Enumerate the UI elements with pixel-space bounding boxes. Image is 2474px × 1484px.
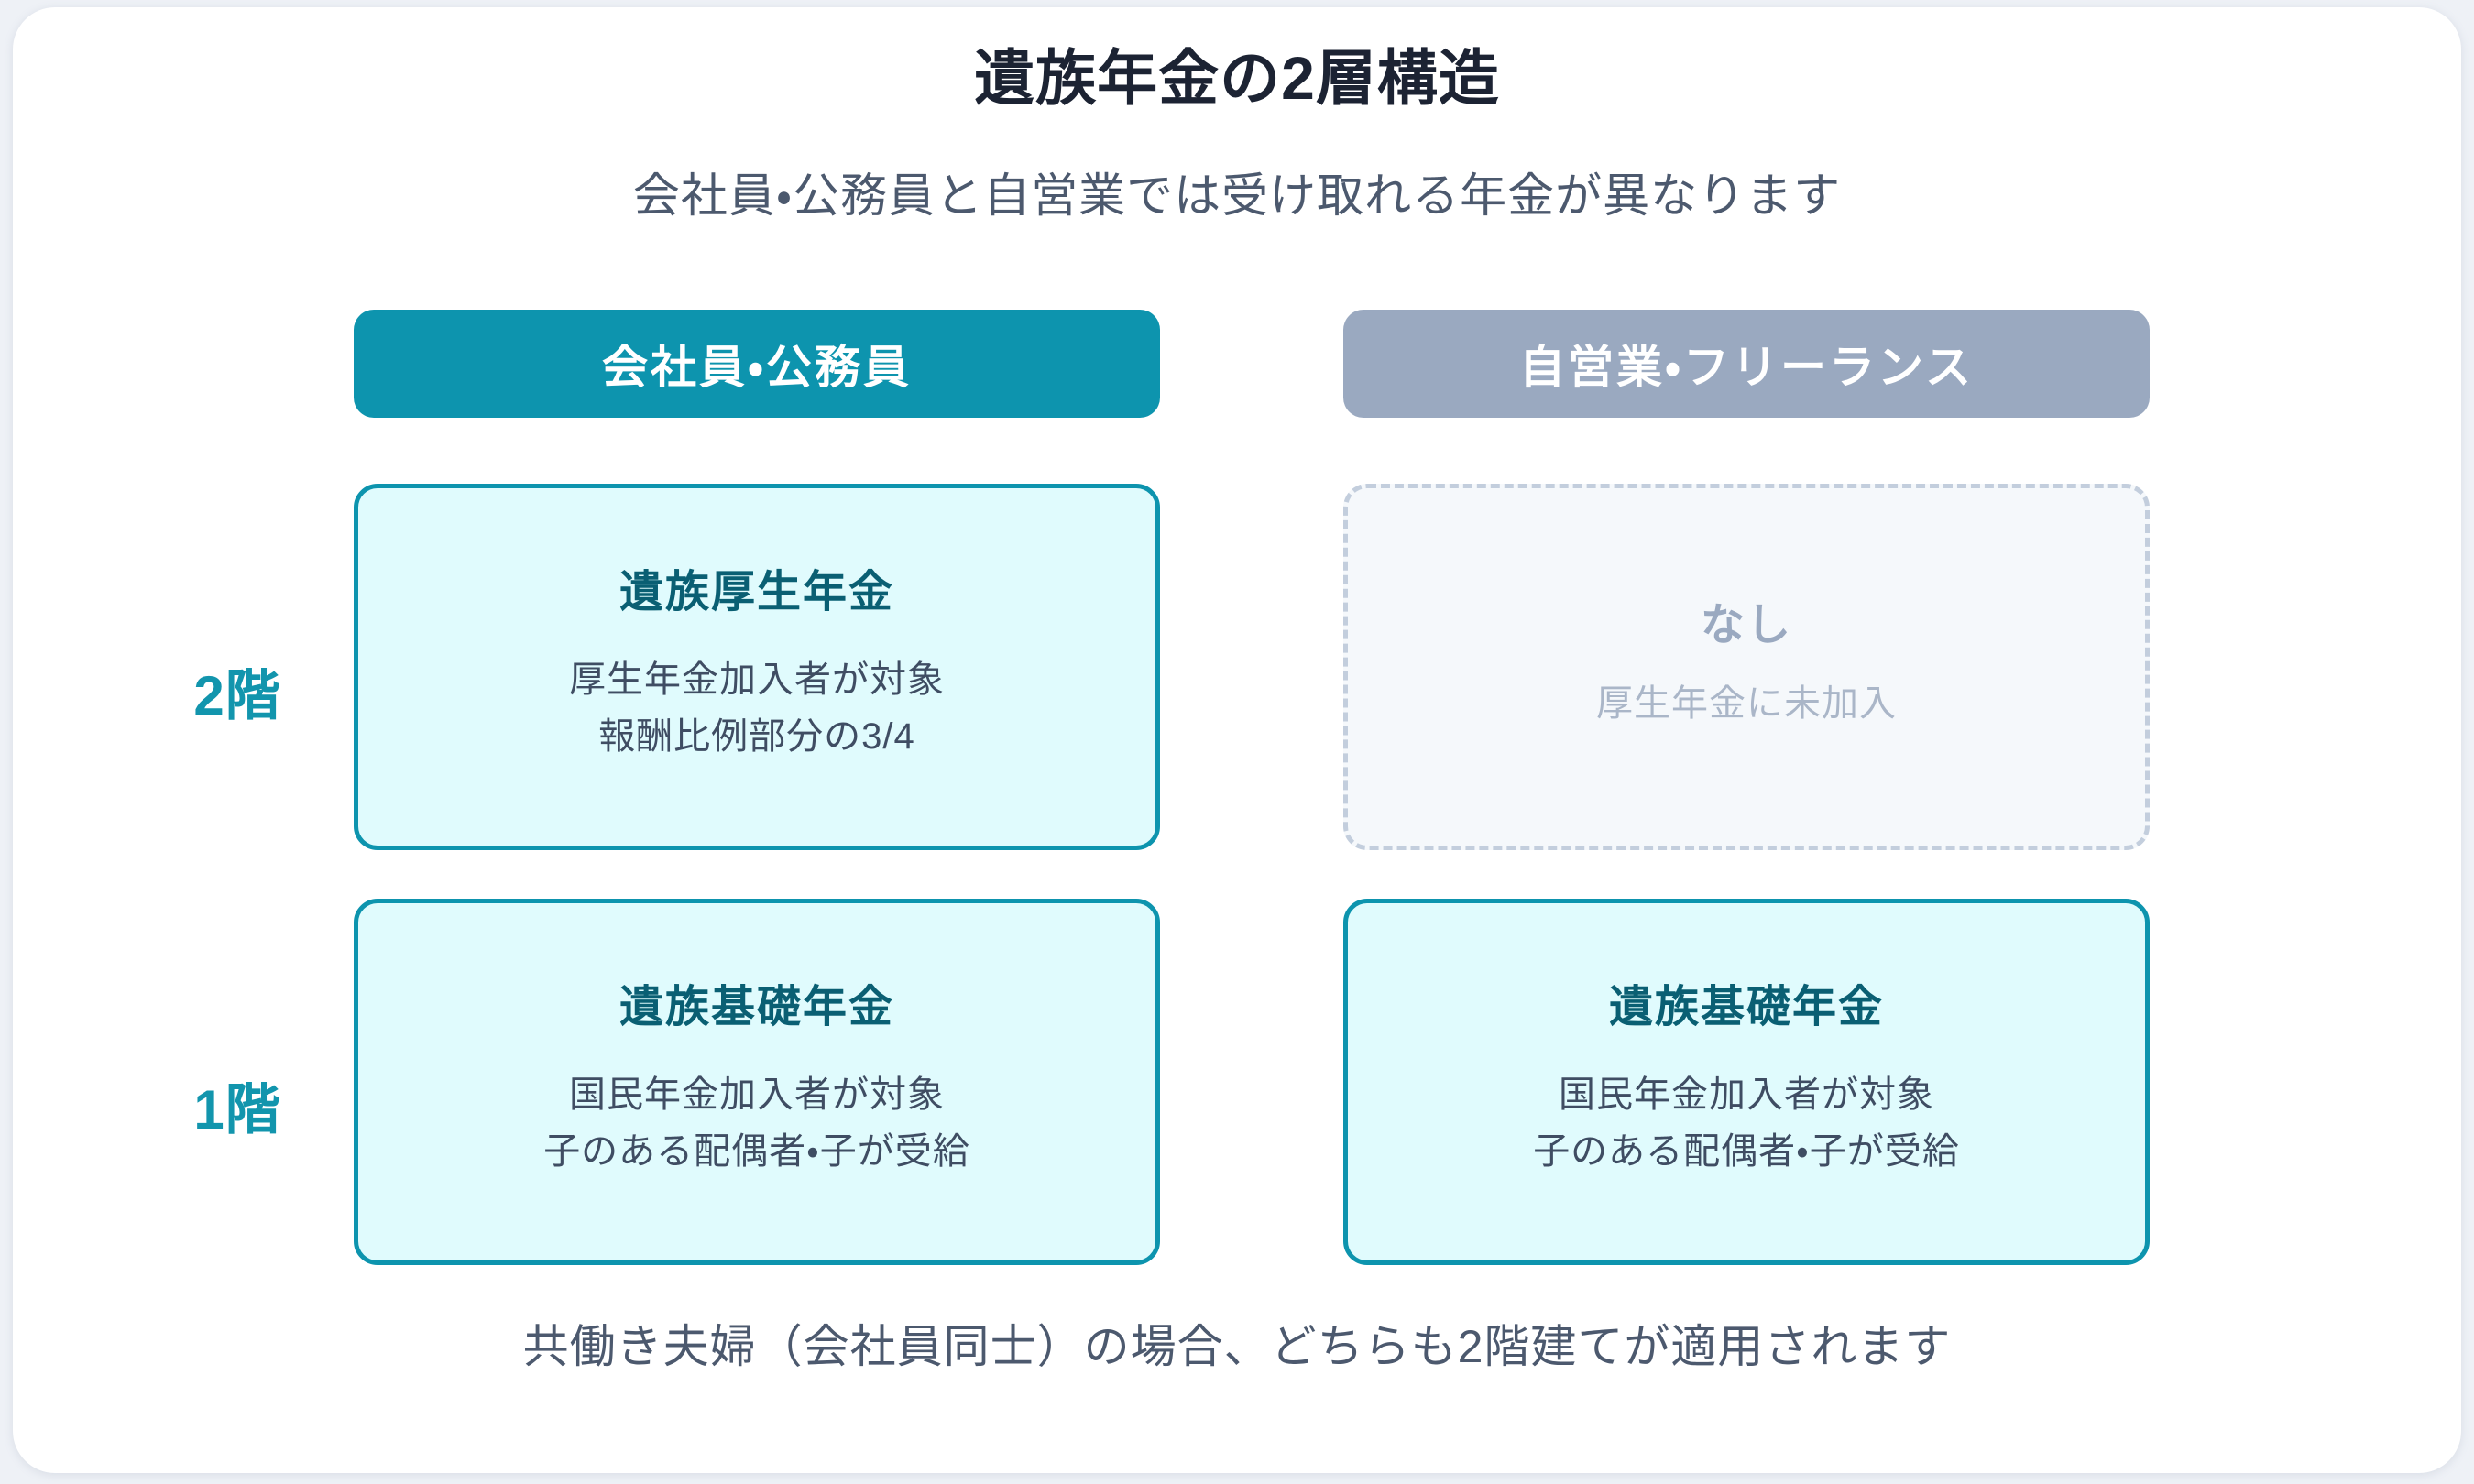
- floor-label-first: 1階: [193, 1079, 281, 1140]
- cell-self-employed-floor2: なし 厚生年金に未加入: [1343, 484, 2150, 850]
- floor-label-second: 2階: [193, 665, 281, 726]
- pension-structure-matrix: 2階 1階 会社員・公務員 遺族厚生年金 厚生年金加入者が対象 報酬比例部分の3…: [13, 310, 2474, 1281]
- column-self-employed: 自営業・フリーランス なし 厚生年金に未加入 遺族基礎年金 国民年金加入者が対象…: [1343, 310, 2150, 1265]
- page-title: 遺族年金の2層構造: [974, 44, 1500, 112]
- content-surface: 遺族年金の2層構造 会社員・公務員と自営業では受け取れる年金が異なります 2階 …: [13, 7, 2461, 1473]
- column-header-employee: 会社員・公務員: [354, 310, 1160, 418]
- cell-self-employed-floor1: 遺族基礎年金 国民年金加入者が対象 子のある配偶者・子が受給: [1343, 899, 2150, 1265]
- column-header-self-employed: 自営業・フリーランス: [1343, 310, 2150, 418]
- cell-detail-line: 国民年金加入者が対象: [1559, 1075, 1934, 1116]
- cell-employee-floor1: 遺族基礎年金 国民年金加入者が対象 子のある配偶者・子が受給: [354, 899, 1160, 1265]
- cell-employee-floor2: 遺族厚生年金 厚生年金加入者が対象 報酬比例部分の3/4: [354, 484, 1160, 850]
- cell-detail-line: 子のある配偶者・子が受給: [543, 1131, 970, 1173]
- cell-detail-line: 報酬比例部分の3/4: [598, 716, 915, 758]
- cell-detail-line: 厚生年金加入者が対象: [569, 660, 945, 701]
- cell-detail-line: 子のある配偶者・子が受給: [1533, 1131, 1960, 1173]
- cell-detail-line: 厚生年金に未加入: [1596, 683, 1897, 725]
- cell-detail-line: 国民年金加入者が対象: [569, 1075, 945, 1116]
- page-subtitle: 会社員・公務員と自営業では受け取れる年金が異なります: [632, 169, 1842, 222]
- column-employee: 会社員・公務員 遺族厚生年金 厚生年金加入者が対象 報酬比例部分の3/4 遺族基…: [354, 310, 1160, 1265]
- cell-title: 遺族基礎年金: [618, 982, 894, 1031]
- cell-title: なし: [1700, 600, 1792, 649]
- cell-title: 遺族基礎年金: [1608, 982, 1884, 1031]
- footer-note: 共働き夫婦（会社員同士）の場合、どちらも2階建てが適用されます: [522, 1321, 1952, 1372]
- cell-title: 遺族厚生年金: [618, 567, 894, 617]
